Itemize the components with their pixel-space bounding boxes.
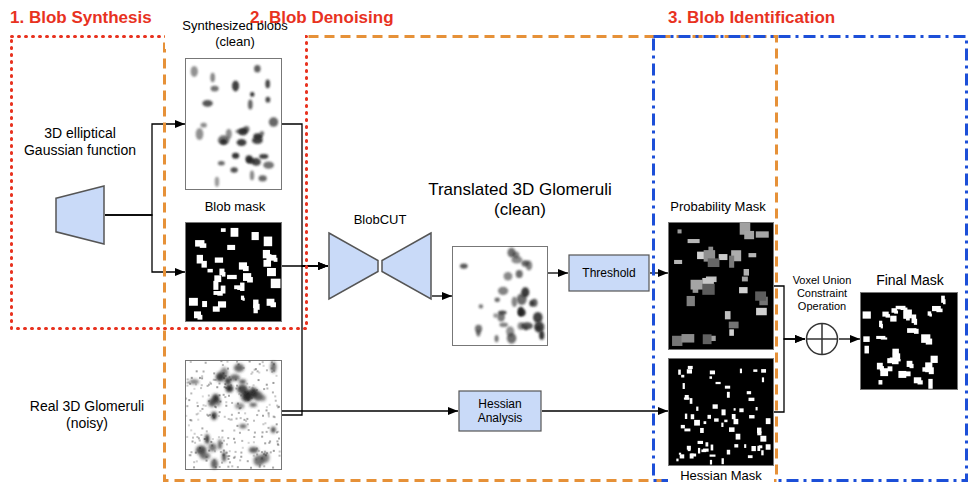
image-content xyxy=(676,366,770,465)
image-frame xyxy=(186,361,282,470)
connector-arrow xyxy=(282,410,458,411)
clean-shape xyxy=(185,58,282,190)
noisy-shape xyxy=(185,360,282,470)
region-outline xyxy=(652,35,968,482)
synthesized-blobs-image: Synthesized blobs (clean) xyxy=(163,16,307,192)
connector-arrow xyxy=(774,339,805,412)
image-frame xyxy=(453,247,548,346)
union-cross xyxy=(807,324,838,355)
node-label: Blob mask xyxy=(165,199,305,215)
image-content xyxy=(863,296,946,389)
trap-shape xyxy=(55,185,105,245)
image-content xyxy=(672,223,769,346)
node-label: Final Mask xyxy=(858,272,962,289)
node-label: Real 3D Glomeruli (noisy) xyxy=(14,398,160,432)
region-border xyxy=(165,37,777,481)
hess-shape xyxy=(668,358,774,466)
connector-arrow xyxy=(548,272,568,273)
gaussian-generator: 3D elliptical Gaussian function xyxy=(18,124,142,248)
blobcut-network: BlobCUT xyxy=(325,210,435,302)
decoder-triangle xyxy=(382,233,431,299)
image-content xyxy=(189,228,281,320)
connector-arrow xyxy=(282,124,328,266)
image-content xyxy=(460,248,544,344)
image-frame xyxy=(669,359,774,466)
identification-region: Probability MaskHessian Mask Voxel Union … xyxy=(652,35,968,482)
node-label: Hessian Mask xyxy=(668,468,774,484)
process-box: Threshold xyxy=(568,254,650,292)
process-rect xyxy=(569,255,649,291)
node-label: 3D elliptical Gaussian function xyxy=(20,125,140,159)
connector-arrow xyxy=(839,338,860,339)
image-content xyxy=(191,65,279,187)
synthesis-region: 3D elliptical Gaussian functionSynthesiz… xyxy=(10,35,308,330)
process-box: Hessian Analysis xyxy=(458,390,542,432)
oplus-shape xyxy=(805,322,839,356)
image-frame xyxy=(669,223,774,350)
prob-shape xyxy=(668,222,774,350)
generator-trapezoid xyxy=(56,186,104,244)
union-circle xyxy=(807,324,838,355)
mask-shape xyxy=(185,222,282,322)
node-label: Probability Mask xyxy=(658,199,778,215)
region-border xyxy=(654,37,967,481)
connector-arrow xyxy=(542,410,668,411)
clean-shape xyxy=(452,246,548,346)
final-mask-image: Final Mask xyxy=(856,270,964,394)
image-content xyxy=(185,360,281,469)
node-label: BlobCUT xyxy=(325,212,435,228)
process-rect xyxy=(459,391,541,431)
bowtie-shape xyxy=(328,232,432,300)
region-title: 2. Blob Denoising xyxy=(250,8,480,28)
image-frame xyxy=(186,223,282,322)
union-operator: Voxel Union Constraint Operation xyxy=(788,272,856,360)
region-outline xyxy=(10,35,308,330)
node-label: Voxel Union Constraint Operation xyxy=(790,274,854,314)
connector-arrow xyxy=(105,215,185,272)
connector-arrow xyxy=(105,124,185,215)
connector-arrow xyxy=(432,295,452,296)
encoder-triangle xyxy=(329,233,378,299)
probability-mask-image: Probability Mask xyxy=(656,196,780,352)
real-glomeruli-image: Real 3D Glomeruli (noisy) xyxy=(12,358,284,472)
region-border xyxy=(12,37,307,329)
image-frame xyxy=(186,59,282,190)
image-frame xyxy=(861,293,958,390)
region-title: 3. Blob Identification xyxy=(668,8,928,28)
hessian-mask-image: Hessian Mask xyxy=(656,356,780,486)
node-label: Hessian Analysis xyxy=(460,397,540,426)
node-label: Translated 3D Glomeruli (clean) xyxy=(405,180,635,221)
final-shape xyxy=(860,292,958,390)
region-title: 1. Blob Synthesis xyxy=(10,8,230,28)
blob-mask-image: Blob mask xyxy=(163,196,307,324)
node-label: Threshold xyxy=(570,266,648,280)
